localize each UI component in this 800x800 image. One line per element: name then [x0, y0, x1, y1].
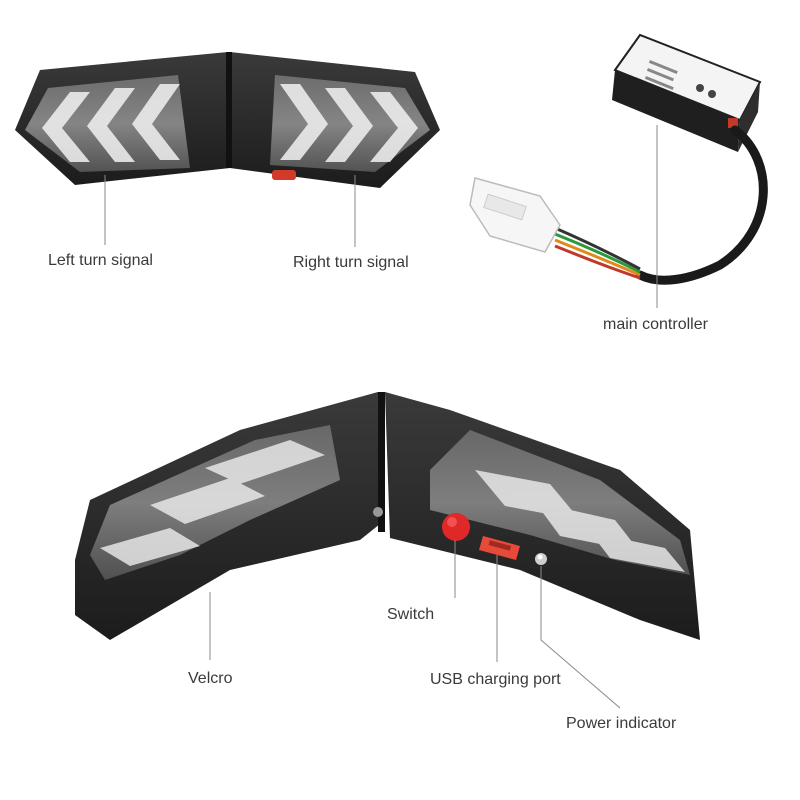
right-turn-signal-label: Right turn signal [293, 254, 409, 271]
leader-lines [104, 125, 658, 709]
taillight-top-view [75, 392, 700, 640]
usb-charging-port-label: USB charging port [430, 671, 561, 688]
left-turn-signal-label: Left turn signal [48, 252, 153, 269]
switch-label: Switch [387, 606, 435, 623]
taillight-front-view [15, 52, 440, 188]
power-indicator-label: Power indicator [566, 715, 677, 732]
main-controller-unit [469, 33, 768, 285]
velcro-label: Velcro [188, 670, 233, 687]
main-controller-label: main controller [603, 316, 708, 333]
